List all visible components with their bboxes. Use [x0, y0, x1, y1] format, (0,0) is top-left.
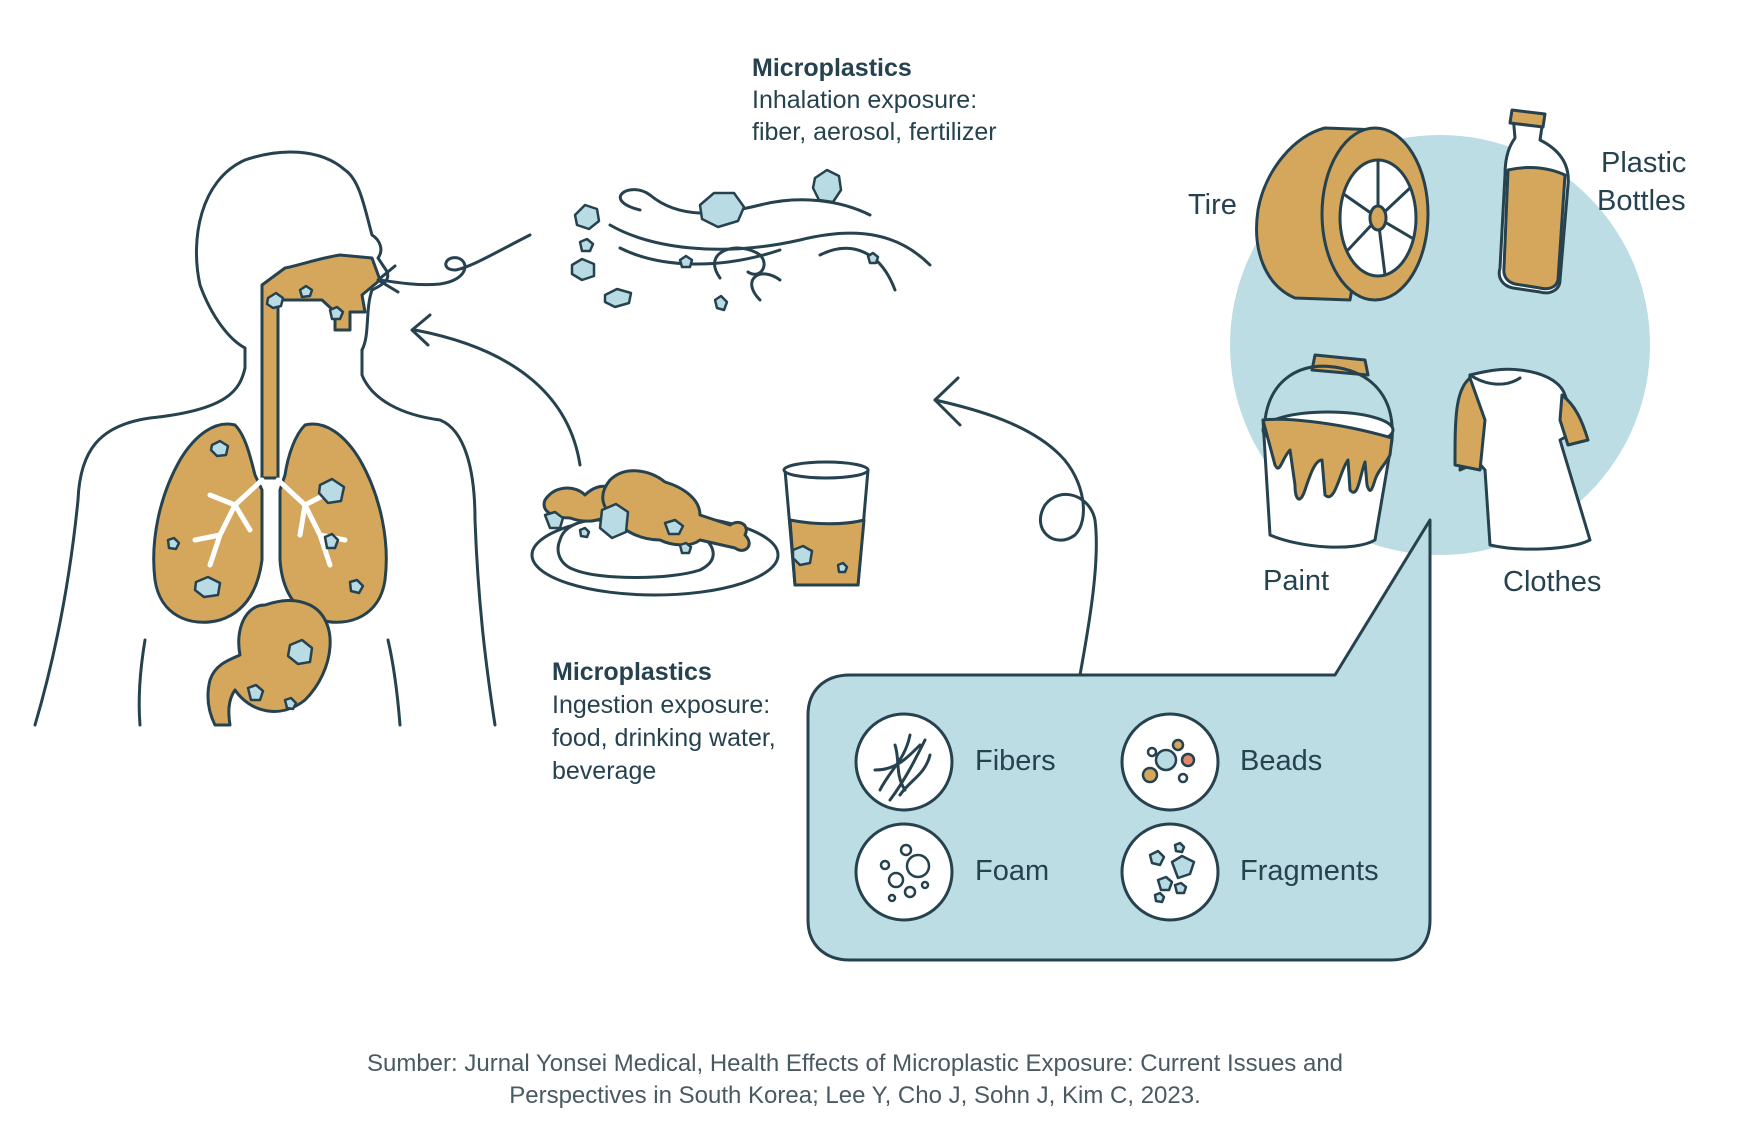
tire-icon	[1255, 126, 1430, 302]
plastic-bottle-icon	[1497, 108, 1570, 295]
inhalation-line2: fiber, aerosol, fertilizer	[752, 118, 997, 146]
source-citation-line1: Sumber: Jurnal Yonsei Medical, Health Ef…	[366, 1050, 1344, 1077]
human-body-figure	[33, 150, 497, 727]
ingestion-title: Microplastics	[552, 658, 712, 686]
source-citation-line2: Perspectives in South Korea; Lee Y, Cho …	[509, 1082, 1201, 1109]
ingestion-arrow	[413, 328, 582, 467]
ingestion-line2: food, drinking water,	[552, 724, 776, 752]
fragments-label: Fragments	[1240, 855, 1379, 887]
paint-bucket-icon	[1261, 353, 1395, 549]
clothes-shirt-icon	[1453, 367, 1592, 551]
fibers-icon	[854, 712, 954, 812]
tire-label: Tire	[1188, 189, 1237, 221]
source-to-body-arrow	[933, 398, 1098, 677]
inhalation-title: Microplastics	[752, 54, 912, 82]
ingestion-line3: beverage	[552, 757, 657, 785]
beads-icon	[1120, 712, 1220, 812]
inhalation-line1: Inhalation exposure:	[752, 86, 978, 114]
plastic-bottles-label-line2: Bottles	[1597, 185, 1686, 217]
foam-label: Foam	[975, 855, 1050, 887]
fragments-icon	[1120, 822, 1220, 922]
beads-label: Beads	[1240, 745, 1323, 777]
food-and-drink-figure	[530, 460, 870, 597]
fibers-label: Fibers	[975, 745, 1056, 777]
plastic-bottles-label-line1: Plastic	[1601, 147, 1687, 179]
clothes-label: Clothes	[1503, 566, 1602, 598]
microplastic-types-bubble	[806, 518, 1432, 962]
ingestion-line1: Ingestion exposure:	[552, 691, 771, 719]
inhalation-air-swirls	[376, 168, 932, 312]
foam-icon	[854, 822, 954, 922]
paint-label: Paint	[1263, 565, 1330, 597]
